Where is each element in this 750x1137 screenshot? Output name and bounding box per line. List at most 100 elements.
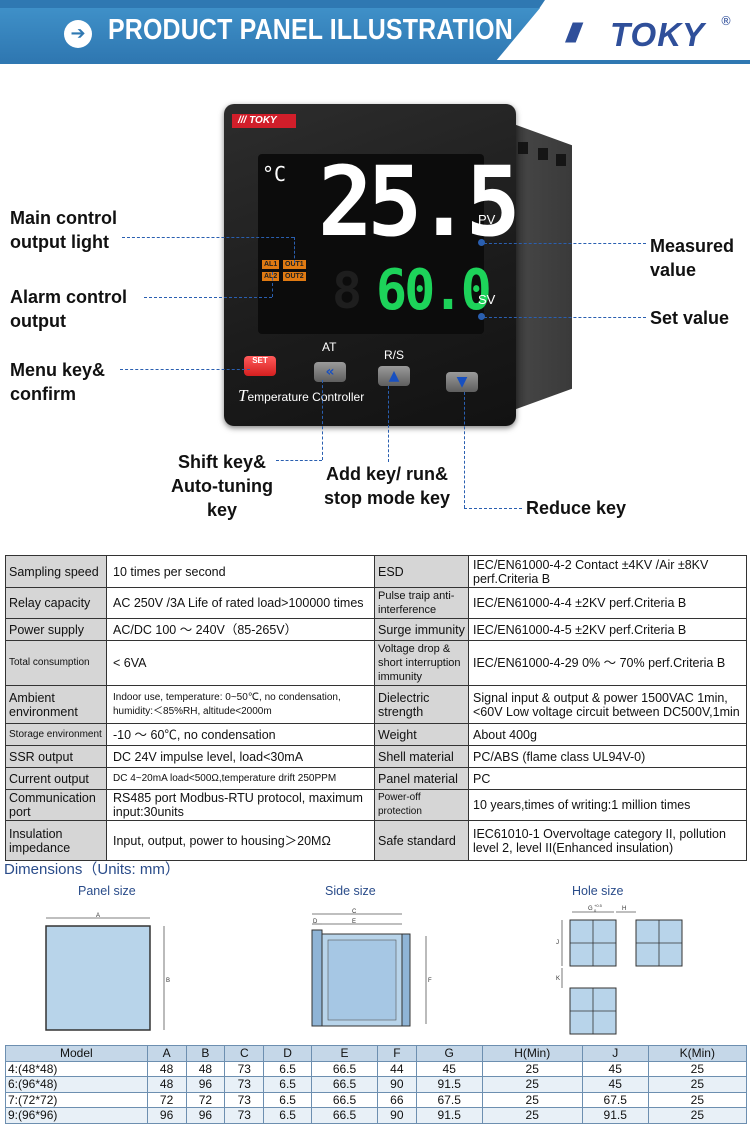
model-value-cell: 96 bbox=[185, 1076, 226, 1093]
model-column-header: Model bbox=[5, 1045, 148, 1062]
model-value-cell: 66.5 bbox=[311, 1091, 378, 1108]
callout-line: Alarm control bbox=[10, 287, 128, 307]
dim-letter-c: C bbox=[352, 909, 357, 915]
spec-label-cell: Insulation impedance bbox=[5, 820, 107, 861]
hole-size-drawing: G +0.5 0 H J K bbox=[556, 903, 683, 1035]
device-logo: /// TOKY bbox=[232, 114, 296, 128]
device-caption: Temperature Controller bbox=[238, 386, 364, 406]
model-value-cell: 96 bbox=[146, 1107, 187, 1124]
model-value-cell: 48 bbox=[146, 1060, 187, 1077]
unit-indicator: °C bbox=[262, 162, 287, 186]
spec-value-cell: PC/ABS (flame class UL94V-0) bbox=[468, 745, 747, 768]
dim-letter-g: G bbox=[588, 906, 593, 912]
spec-value-cell: AC/DC 100 ～ 240V（85-265V） bbox=[106, 618, 375, 641]
spec-value-cell: IEC/EN61000-4-4 ±2KV perf.Criteria B bbox=[468, 587, 747, 619]
model-value-cell: 66.5 bbox=[311, 1060, 378, 1077]
spec-value-cell: IEC/EN61000-4-2 Contact ±4KV /Air ±8KV p… bbox=[468, 555, 747, 588]
model-value-cell: 48 bbox=[185, 1060, 226, 1077]
leader-line bbox=[120, 369, 250, 370]
housing-vent bbox=[538, 148, 548, 160]
hole-size-label: Hole size bbox=[572, 884, 624, 898]
leader-line bbox=[294, 237, 295, 263]
spec-value-cell: DC 4~20mA load<500Ω,temperature drift 25… bbox=[106, 767, 375, 790]
model-value-cell: 25 bbox=[647, 1091, 748, 1108]
model-column-header: B bbox=[185, 1045, 226, 1062]
leader-line bbox=[464, 392, 465, 508]
leader-line bbox=[322, 380, 323, 460]
lcd-screen: °C 25.5 8 60.0 AL1 OUT1 AL2 OUT2 bbox=[258, 146, 521, 334]
spec-label-cell: Sampling speed bbox=[5, 555, 107, 588]
spec-label-cell: Surge immunity bbox=[374, 618, 469, 641]
model-value-cell: 6.5 bbox=[263, 1107, 313, 1124]
banner-stripe bbox=[0, 0, 545, 8]
sv-ghost-digit: 8 bbox=[332, 262, 363, 320]
set-key[interactable]: SET bbox=[244, 356, 276, 376]
callout-set-value: Set value bbox=[650, 306, 729, 330]
model-column-header: K(Min) bbox=[647, 1045, 748, 1062]
model-value-cell: 66 bbox=[376, 1091, 417, 1108]
dimension-drawings: A B C D E F G +0.5 0 H J K bbox=[45, 903, 683, 1035]
rs-label: R/S bbox=[384, 348, 405, 362]
spec-value-cell: 10 years,times of writing:1 million time… bbox=[468, 789, 747, 821]
callout-line: Measured bbox=[650, 236, 735, 256]
spec-value-cell: Signal input & output & power 1500VAC 1m… bbox=[468, 685, 747, 724]
dim-letter-b: B bbox=[166, 978, 170, 984]
reduce-key[interactable]: ▼ bbox=[446, 372, 478, 392]
model-value-cell: 90 bbox=[376, 1076, 417, 1093]
spec-label-cell: Power-off protection bbox=[374, 789, 469, 821]
model-column-header: A bbox=[146, 1045, 187, 1062]
leader-dot bbox=[478, 313, 485, 320]
model-value-cell: 45 bbox=[581, 1060, 649, 1077]
double-chevron-left-icon: « bbox=[325, 364, 335, 380]
model-column-header: E bbox=[311, 1045, 378, 1062]
controller-device: /// TOKY °C 25.5 8 60.0 AL1 OUT1 AL2 OUT… bbox=[224, 104, 572, 434]
model-column-header: G bbox=[415, 1045, 483, 1062]
model-value-cell: 96 bbox=[185, 1107, 226, 1124]
model-value-cell: 72 bbox=[185, 1091, 226, 1108]
dim-letter-h: H bbox=[622, 906, 626, 912]
housing-vent bbox=[556, 154, 566, 166]
spec-value-cell: PC bbox=[468, 767, 747, 790]
spec-label-cell: Safe standard bbox=[374, 820, 469, 861]
spec-value-cell: AC 250V /3A Life of rated load>100000 ti… bbox=[106, 587, 375, 619]
spec-value-cell: RS485 port Modbus-RTU protocol, maximum … bbox=[106, 789, 375, 821]
callout-line: confirm bbox=[10, 384, 77, 404]
add-key[interactable]: ▲ bbox=[378, 366, 410, 386]
dim-letter-k: K bbox=[556, 976, 560, 982]
model-value-cell: 66.5 bbox=[311, 1076, 378, 1093]
spec-value-cell: Indoor use, temperature: 0~50℃, no conde… bbox=[106, 685, 375, 724]
callout-line: output bbox=[10, 311, 66, 331]
spec-value-cell: DC 24V impulse level, load<30mA bbox=[106, 745, 375, 768]
callout-line: value bbox=[650, 260, 697, 280]
callout-line: key bbox=[206, 500, 238, 520]
spec-value-cell: IEC61010-1 Overvoltage category II, poll… bbox=[468, 820, 747, 861]
callout-reduce-key: Reduce key bbox=[526, 496, 626, 520]
model-value-cell: 25 bbox=[481, 1091, 583, 1108]
chevron-down-icon: ▼ bbox=[456, 374, 468, 390]
panel-size-drawing: A B bbox=[45, 913, 170, 1031]
spec-value-cell: Input, output, power to housing＞20MΩ bbox=[106, 820, 375, 861]
model-value-cell: 44 bbox=[376, 1060, 417, 1077]
leader-line bbox=[144, 297, 272, 298]
shift-key[interactable]: « bbox=[314, 362, 346, 382]
callout-main-control: Main control output light bbox=[10, 206, 117, 254]
callout-shift-key: Shift key& Auto-tuning key bbox=[166, 450, 278, 522]
model-value-cell: 6.5 bbox=[263, 1076, 313, 1093]
spec-label-cell: Panel material bbox=[374, 767, 469, 790]
model-name-cell: 7:(72*72) bbox=[5, 1091, 148, 1108]
device-front-panel: /// TOKY °C 25.5 8 60.0 AL1 OUT1 AL2 OUT… bbox=[224, 104, 521, 426]
spec-label-cell: Voltage drop & short interruption immuni… bbox=[374, 640, 469, 686]
leader-line bbox=[484, 317, 646, 318]
spec-label-cell: SSR output bbox=[5, 745, 107, 768]
model-column-header: D bbox=[263, 1045, 313, 1062]
